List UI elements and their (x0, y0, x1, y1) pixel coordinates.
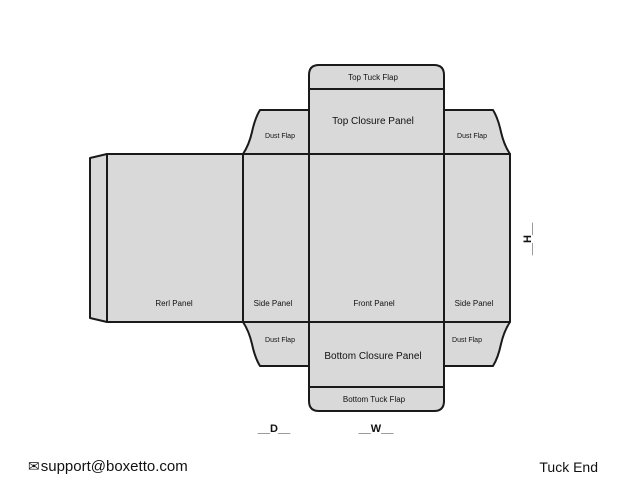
glue-flap (89, 153, 108, 323)
dust-flap-top-right (443, 109, 511, 155)
bottom-closure-panel-label: Bottom Closure Panel (324, 351, 421, 362)
bottom-tuck-flap (308, 386, 445, 412)
side-panel-left (242, 153, 310, 323)
dust-flap-bottom-right-label: Dust Flap (452, 337, 482, 344)
top-closure-panel-label: Top Closure Panel (332, 116, 414, 127)
side-panel-right (443, 153, 511, 323)
box-style-label: Tuck End (539, 459, 598, 475)
height-dimension: __H__ (522, 222, 534, 256)
front-panel-label: Front Panel (353, 299, 395, 308)
dust-flap-bottom-right (443, 321, 511, 367)
dust-flap-top-left-label: Dust Flap (265, 133, 295, 140)
side-panel-right-label: Side Panel (455, 299, 494, 308)
top-tuck-flap-label: Top Tuck Flap (348, 73, 398, 82)
mail-icon: ✉ (28, 458, 40, 474)
dust-flap-bottom-left (242, 321, 310, 367)
side-panel-left-label: Side Panel (254, 299, 293, 308)
support-email[interactable]: support@boxetto.com (40, 458, 188, 475)
dust-flap-top-right-label: Dust Flap (457, 133, 487, 140)
dust-flap-bottom-left-label: Dust Flap (265, 337, 295, 344)
width-dimension: __W__ (358, 423, 395, 435)
rear-panel-label: Rerl Panel (155, 299, 193, 308)
dust-flap-top-left (242, 109, 310, 155)
top-closure-panel (308, 88, 445, 155)
depth-dimension: __D__ (257, 423, 291, 435)
front-panel (308, 153, 445, 323)
bottom-tuck-flap-label: Bottom Tuck Flap (343, 395, 406, 404)
rear-panel (106, 153, 244, 323)
support-contact[interactable]: ✉support@boxetto.com (28, 458, 188, 475)
top-tuck-flap (308, 64, 445, 90)
